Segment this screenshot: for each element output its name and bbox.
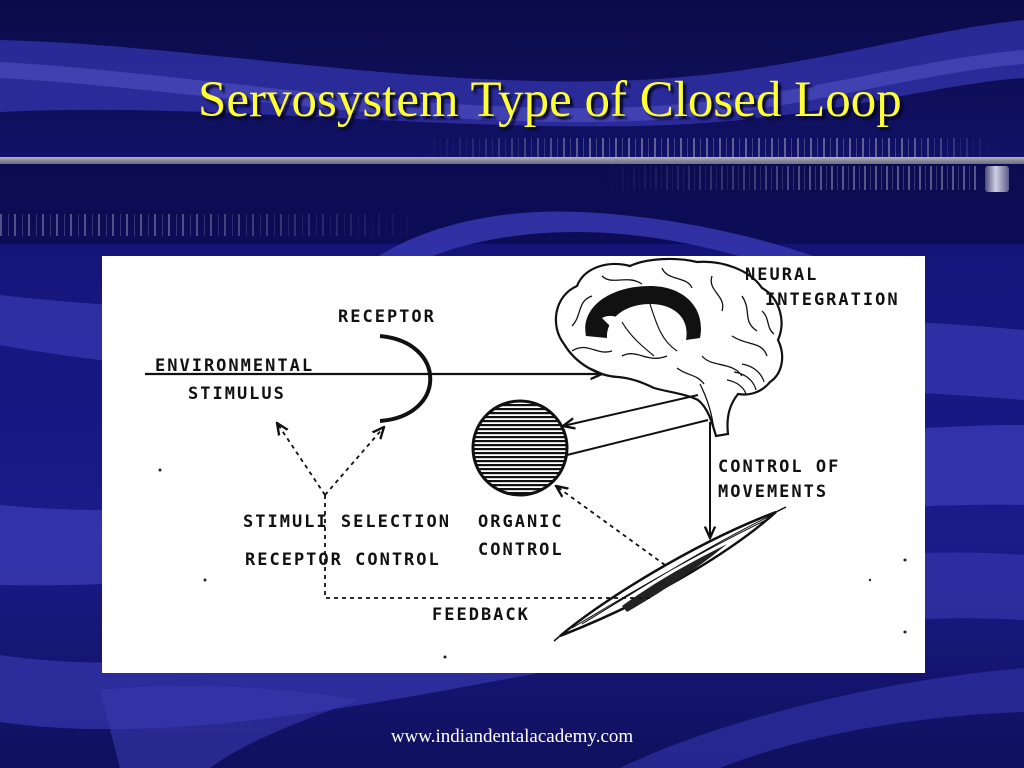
scan-speck [443,655,447,659]
title-divider [0,157,1024,164]
brainstem-line [699,383,715,432]
label-environmental: ENVIRONMENTAL [155,356,314,376]
brain-to-organic-arrow [563,394,699,426]
label-organic: ORGANIC [478,512,564,532]
label-control: CONTROL [478,540,564,560]
label-receptor: RECEPTOR [338,307,436,327]
footer-url: www.indiandentalacademy.com [390,726,634,747]
scan-speck [903,558,907,562]
label-control-of: CONTROL OF [718,457,840,477]
barcode-decoration-left [0,214,430,236]
top-swoosh-highlight [0,50,1024,123]
receptor-control-arrow [324,427,384,496]
scan-speck [868,578,872,582]
brain-drawing [554,257,784,438]
servosystem-diagram: NEURAL INTEGRATION RECEPTOR ENVIRONMENTA… [145,257,907,659]
muscle-core [622,544,727,612]
corpus-callosum [585,286,701,340]
muscle-drawing [553,506,787,642]
slide-title: Servosystem Type of Closed Loop [198,72,902,128]
muscle-fibers [571,514,773,629]
scan-speck [903,630,907,634]
label-neural: NEURAL [745,265,818,285]
swoosh-band-5 [100,685,360,768]
stimuli-selection-arrow [277,423,326,496]
label-stimulus: STIMULUS [188,384,286,404]
muscle-to-organic-dashed-arrow [556,486,666,566]
scan-speck [203,578,207,582]
label-movements: MOVEMENTS [718,482,828,502]
label-integration: INTEGRATION [765,290,900,310]
cerebellum-folia [726,363,765,395]
muscle-tendon [553,506,787,642]
barcode-decoration-top [420,138,995,157]
organic-control-circle [471,399,569,497]
arc-swoosh [370,211,830,262]
callosum-notch [602,315,622,328]
receptor-arc [379,334,433,423]
barcode-decoration-right [600,166,980,190]
divider-end-cap [985,166,1009,192]
brain-outline [554,257,784,438]
fornix-lines [621,303,678,357]
label-feedback: FEEDBACK [432,605,530,625]
feedback-dashed-line [324,495,650,599]
diagram-panel: NEURAL INTEGRATION RECEPTOR ENVIRONMENTA… [102,256,925,673]
brain-gyri [571,267,775,385]
label-stimuli-selection: STIMULI SELECTION [243,512,451,532]
scan-speck [158,468,162,472]
swoosh-band-4 [620,668,1024,768]
scan-specks [158,468,907,659]
brain-to-organic-line [566,419,709,456]
label-receptor-control: RECEPTOR CONTROL [245,550,441,570]
